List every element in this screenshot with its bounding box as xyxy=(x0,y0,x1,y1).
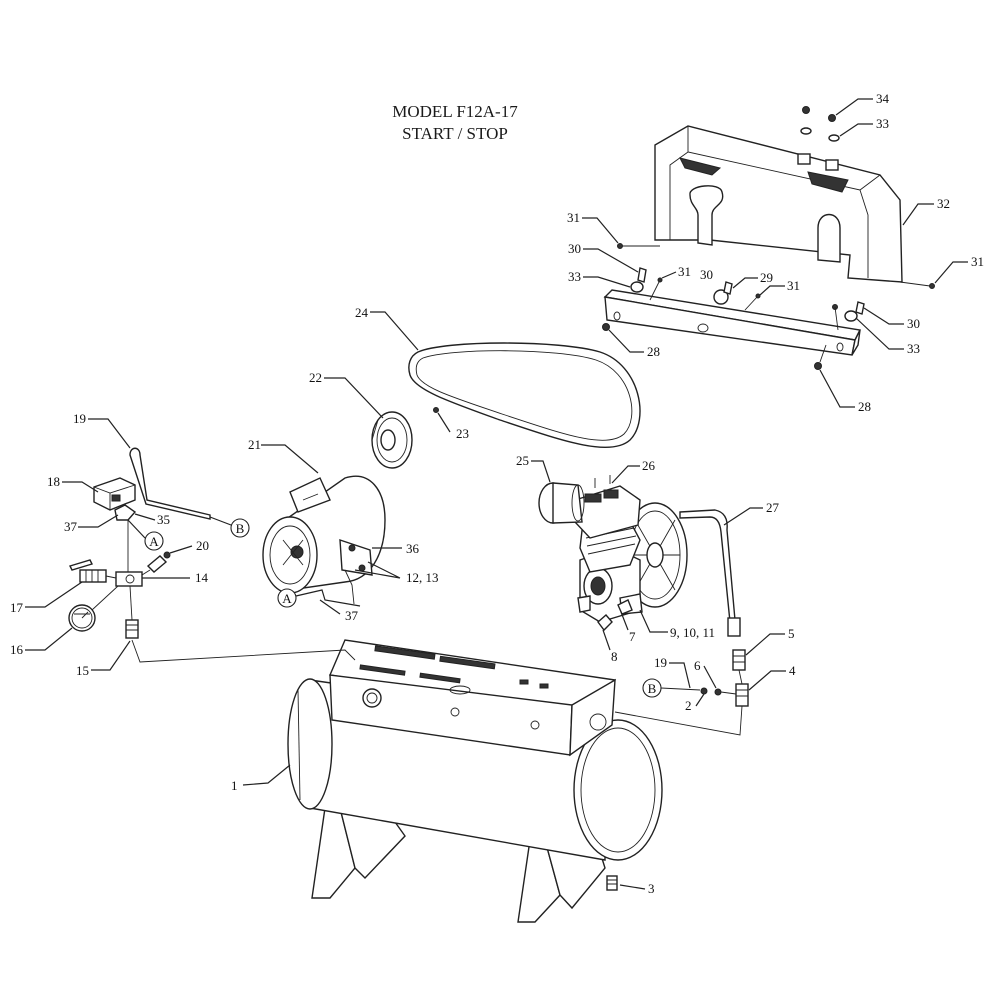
compressor-pump xyxy=(538,475,688,623)
callout-33-top: 33 xyxy=(876,116,889,131)
motor-pulley xyxy=(371,411,413,469)
callout-15: 15 xyxy=(76,663,89,678)
callout-37-left: 37 xyxy=(64,519,78,534)
bracket-nut-left xyxy=(602,323,610,331)
tube-end-fitting xyxy=(727,617,741,637)
callout-6: 6 xyxy=(694,658,701,673)
callout-5: 5 xyxy=(788,626,795,641)
callout-31-center: 31 xyxy=(787,278,800,293)
ref-a-top xyxy=(144,531,164,551)
callout-18: 18 xyxy=(47,474,60,489)
guard-screw-right xyxy=(899,281,931,287)
callout-28-right: 28 xyxy=(858,399,871,414)
safety-valve xyxy=(146,551,171,573)
ref-b-left xyxy=(230,518,250,538)
unloader-tube xyxy=(129,447,211,520)
belt-guard xyxy=(654,125,903,283)
bracket-bolt-left xyxy=(637,267,647,283)
nut xyxy=(700,687,708,695)
breather xyxy=(597,614,613,632)
callout-35: 35 xyxy=(157,512,170,527)
callout-4: 4 xyxy=(789,663,796,678)
drive-belt xyxy=(408,342,641,448)
electric-motor xyxy=(262,475,386,594)
callout-25: 25 xyxy=(516,453,529,468)
bracket-washer-right xyxy=(844,310,858,322)
callout-22: 22 xyxy=(309,370,322,385)
callout-19-left: 19 xyxy=(73,411,86,426)
bracket-nut-right xyxy=(814,362,822,370)
guard-nut xyxy=(802,106,810,114)
tank-fitting xyxy=(125,585,139,639)
air-tank xyxy=(287,639,663,923)
callout-26: 26 xyxy=(642,458,656,473)
outlet-ball-valve xyxy=(69,559,117,583)
callout-32: 32 xyxy=(937,196,950,211)
bracket-bolt-mid xyxy=(723,281,733,295)
callout-17: 17 xyxy=(10,600,24,615)
callout-23: 23 xyxy=(456,426,469,441)
callout-28-left: 28 xyxy=(647,344,660,359)
pulley-key xyxy=(433,407,439,413)
callout-24: 24 xyxy=(355,305,369,320)
ferrule xyxy=(714,688,722,696)
callout-33-right: 33 xyxy=(907,341,920,356)
callout-12-13: 12, 13 xyxy=(406,570,439,585)
model-title: MODEL F12A-17 xyxy=(392,102,518,121)
callout-27: 27 xyxy=(766,500,780,515)
callout-21: 21 xyxy=(248,437,261,452)
callout-30-mid: 30 xyxy=(700,267,713,282)
guard-nut-2 xyxy=(828,114,836,122)
guard-washer-2 xyxy=(828,134,840,142)
bracket-washer-mid xyxy=(713,289,729,305)
ref-a-bottom-label: A xyxy=(282,591,292,606)
callout-14: 14 xyxy=(195,570,209,585)
callout-31-right: 31 xyxy=(971,254,984,269)
bracket-bolt-right xyxy=(855,301,865,315)
callout-29: 29 xyxy=(760,270,773,285)
ref-b-left-label: B xyxy=(236,521,245,536)
check-valve xyxy=(732,649,749,707)
callout-8: 8 xyxy=(611,649,618,664)
bracket-washer-left xyxy=(630,281,644,293)
callout-2: 2 xyxy=(685,698,692,713)
callout-1: 1 xyxy=(231,778,238,793)
ref-b-right-label: B xyxy=(648,681,657,696)
callout-3: 3 xyxy=(648,881,655,896)
ref-a-top-label: A xyxy=(149,534,159,549)
guard-bracket xyxy=(603,289,862,356)
callout-20: 20 xyxy=(196,538,209,553)
callout-30-right: 30 xyxy=(907,316,920,331)
callout-30-left: 30 xyxy=(568,241,581,256)
callout-16: 16 xyxy=(10,642,24,657)
oil-plug xyxy=(617,599,633,615)
callout-37-bottom: 37 xyxy=(345,608,359,623)
switch-cord-connector xyxy=(114,504,137,521)
pressure-tube xyxy=(131,639,356,663)
ref-a-bottom xyxy=(277,588,297,608)
manifold-tee xyxy=(115,571,143,587)
callout-33-left: 33 xyxy=(568,269,581,284)
start-stop-title: START / STOP xyxy=(402,124,508,143)
guard-washer xyxy=(800,127,812,135)
pressure-gauge xyxy=(68,585,119,632)
callout-7: 7 xyxy=(629,629,636,644)
callout-34: 34 xyxy=(876,91,890,106)
callout-19-right: 19 xyxy=(654,655,667,670)
discharge-tube xyxy=(614,705,743,736)
pressure-switch xyxy=(93,477,136,511)
callout-9-10-11: 9, 10, 11 xyxy=(670,625,715,640)
outlet-tube xyxy=(679,509,736,623)
callout-36: 36 xyxy=(406,541,420,556)
callout-31-mid: 31 xyxy=(678,264,691,279)
drain-valve xyxy=(606,875,618,891)
callout-31-topleft: 31 xyxy=(567,210,580,225)
